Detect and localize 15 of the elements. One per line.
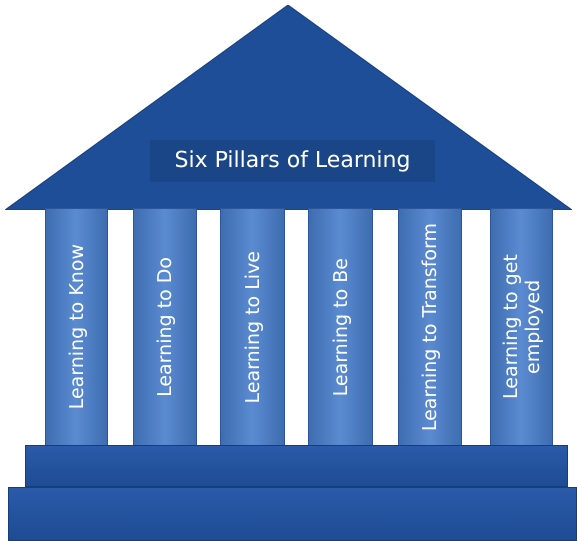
pillar-label: Learning to Live xyxy=(242,250,264,404)
step-platform xyxy=(25,445,568,487)
pillar-label: Learning to Be xyxy=(330,258,352,396)
pillar xyxy=(133,208,197,446)
pillar xyxy=(220,208,285,446)
pillar-label: Learning to Know xyxy=(66,244,88,410)
pillar xyxy=(398,208,462,446)
pillar xyxy=(490,208,553,446)
pillar-label: Learning to Do xyxy=(154,257,176,397)
roof-title: Six Pillars of Learning xyxy=(150,140,435,182)
pillar-label: Learning to Transform xyxy=(419,222,441,432)
pillar-label: Learning to get employed xyxy=(500,254,544,402)
pillar xyxy=(45,208,108,446)
step-platform xyxy=(8,487,577,541)
pillar xyxy=(308,208,373,446)
